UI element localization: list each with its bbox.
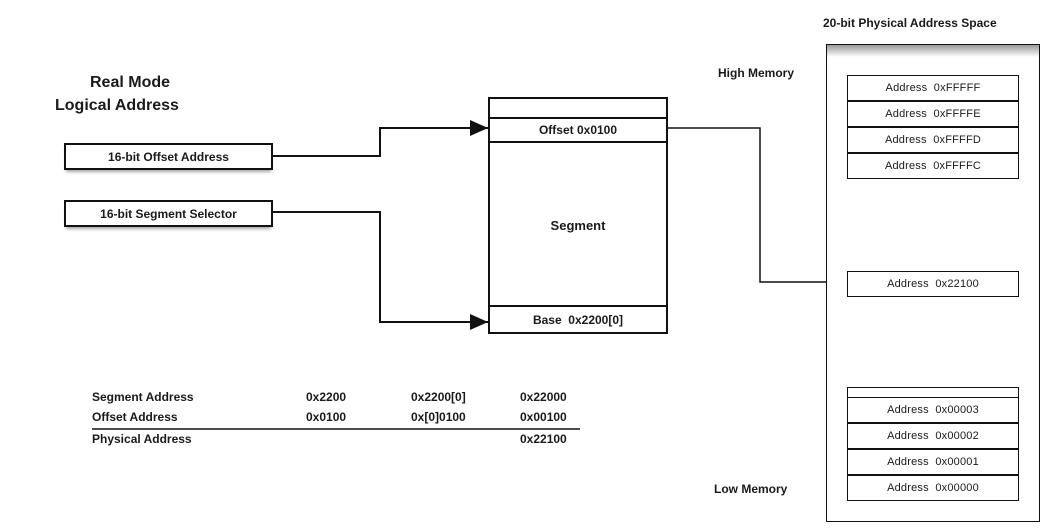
offset-address-box: 16-bit Offset Address: [64, 143, 273, 170]
segment-selector-box: 16-bit Segment Selector: [64, 200, 273, 227]
offset-arrow: [273, 120, 488, 157]
calc-seg-c1: 0x2200: [306, 390, 347, 404]
calc-off-c1: 0x0100: [306, 410, 347, 424]
physical-arrow: [667, 127, 846, 288]
calc-off-c2: 0x[0]0100: [411, 410, 466, 424]
segment-offset-label: Offset 0x0100: [538, 123, 618, 137]
calc-label-offset: Offset Address: [92, 410, 178, 424]
calc-phys-c3: 0x22100: [520, 432, 567, 446]
low-memory-label: Low Memory: [714, 482, 788, 496]
memory-cell-ffffe: Address 0xFFFFE: [847, 101, 1019, 127]
calc-seg-c2: 0x2200[0]: [411, 390, 466, 404]
calc-label-segment: Segment Address: [92, 390, 194, 404]
calc-seg-c3: 0x22000: [520, 390, 567, 404]
memory-cell-ffffc: Address 0xFFFFC: [847, 153, 1019, 179]
memory-cell-22100: Address 0x22100: [847, 271, 1019, 297]
segment-label-row: Segment: [490, 143, 666, 307]
memory-space-title: 20-bit Physical Address Space: [823, 16, 997, 30]
memory-gap-divider: [847, 387, 1019, 397]
calc-off-c3: 0x00100: [520, 410, 567, 424]
segment-offset-row: Offset 0x0100: [490, 119, 666, 143]
segment-base-row: Base 0x2200[0]: [490, 305, 666, 332]
segment-selector-label: 16-bit Segment Selector: [100, 206, 237, 221]
calc-label-physical: Physical Address: [92, 432, 192, 446]
memory-cell-fffff: Address 0xFFFFF: [847, 75, 1019, 101]
diagram-subtitle: Logical Address: [55, 97, 179, 114]
memory-cell-00001: Address 0x00001: [847, 449, 1019, 475]
physical-memory-column: Address 0xFFFFF Address 0xFFFFE Address …: [826, 44, 1040, 522]
segment-base-label: Base 0x2200[0]: [532, 312, 624, 327]
segment-top-row: [490, 99, 666, 119]
diagram-title: Real Mode: [90, 74, 171, 91]
segment-label: Segment: [550, 217, 606, 233]
memory-top-shade: [827, 45, 1039, 57]
memory-cell-00002: Address 0x00002: [847, 423, 1019, 449]
memory-cell-00003: Address 0x00003: [847, 397, 1019, 423]
memory-cell-ffffd: Address 0xFFFFD: [847, 127, 1019, 153]
high-memory-label: High Memory: [718, 66, 795, 80]
memory-cell-00000: Address 0x00000: [847, 475, 1019, 501]
segment-box: Offset 0x0100 Segment Base 0x2200[0]: [488, 97, 668, 334]
selector-arrow: [273, 211, 488, 330]
offset-address-label: 16-bit Offset Address: [108, 149, 229, 164]
